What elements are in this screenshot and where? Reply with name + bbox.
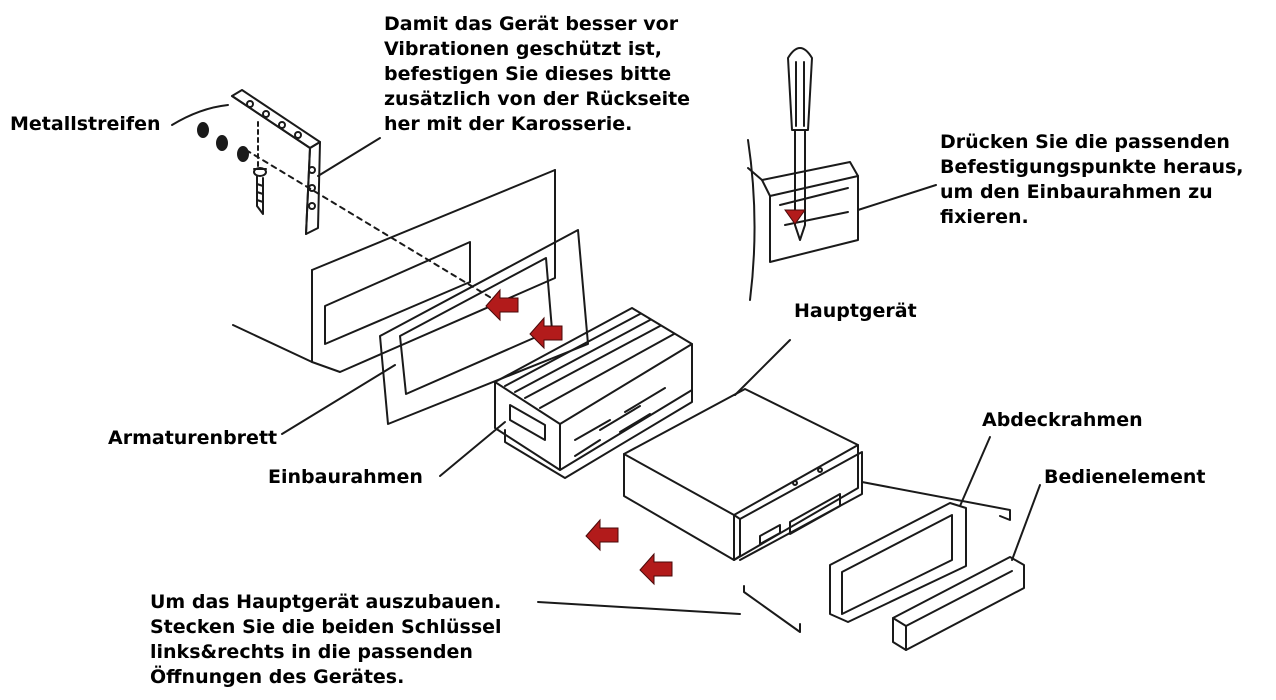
main-unit	[623, 388, 863, 561]
note-fix-line: fixieren.	[940, 206, 1029, 228]
note-remove: Um das Hauptgerät auszubauen. Stecken Si…	[150, 590, 502, 690]
leader-lines	[171, 104, 1041, 615]
label-einbaurahmen: Einbaurahmen	[268, 466, 423, 488]
note-fix: Drücken Sie die passenden Befestigungspu…	[940, 130, 1244, 230]
note-vibration-line: Damit das Gerät besser vor	[384, 13, 679, 35]
note-vibration: Damit das Gerät besser vor Vibrationen g…	[384, 12, 690, 137]
cover-frame	[829, 502, 967, 623]
label-abdeckrahmen: Abdeckrahmen	[982, 409, 1143, 431]
note-fix-line: Befestigungspunkte heraus,	[940, 156, 1244, 178]
label-armaturenbrett: Armaturenbrett	[108, 427, 278, 449]
note-remove-line: Öffnungen des Gerätes.	[150, 666, 405, 688]
dashboard-panel	[232, 169, 556, 373]
direction-arrows	[485, 209, 806, 586]
note-vibration-line: Vibrationen geschützt ist,	[384, 38, 662, 60]
screw-set	[197, 122, 267, 215]
removal-keys	[743, 481, 1011, 633]
note-vibration-line: befestigen Sie dieses bitte	[384, 63, 672, 85]
note-remove-line: Stecken Sie die beiden Schlüssel	[150, 616, 502, 638]
note-remove-line: links&rechts in die passenden	[150, 641, 473, 663]
metal-strip-bracket	[231, 89, 321, 235]
note-fix-line: um den Einbaurahmen zu	[940, 181, 1213, 203]
note-remove-line: Um das Hauptgerät auszubauen.	[150, 591, 502, 613]
label-hauptgeraet: Hauptgerät	[794, 300, 917, 322]
label-bedienelement: Bedienelement	[1044, 466, 1206, 488]
control-panel	[892, 556, 1025, 651]
screwdriver-inset	[747, 47, 859, 301]
note-vibration-line: zusätzlich von der Rückseite	[384, 88, 691, 110]
label-metallstreifen: Metallstreifen	[10, 113, 161, 135]
mounting-cage	[494, 307, 693, 479]
note-fix-line: Drücken Sie die passenden	[940, 131, 1230, 153]
note-vibration-line: her mit der Karosserie.	[384, 113, 633, 135]
